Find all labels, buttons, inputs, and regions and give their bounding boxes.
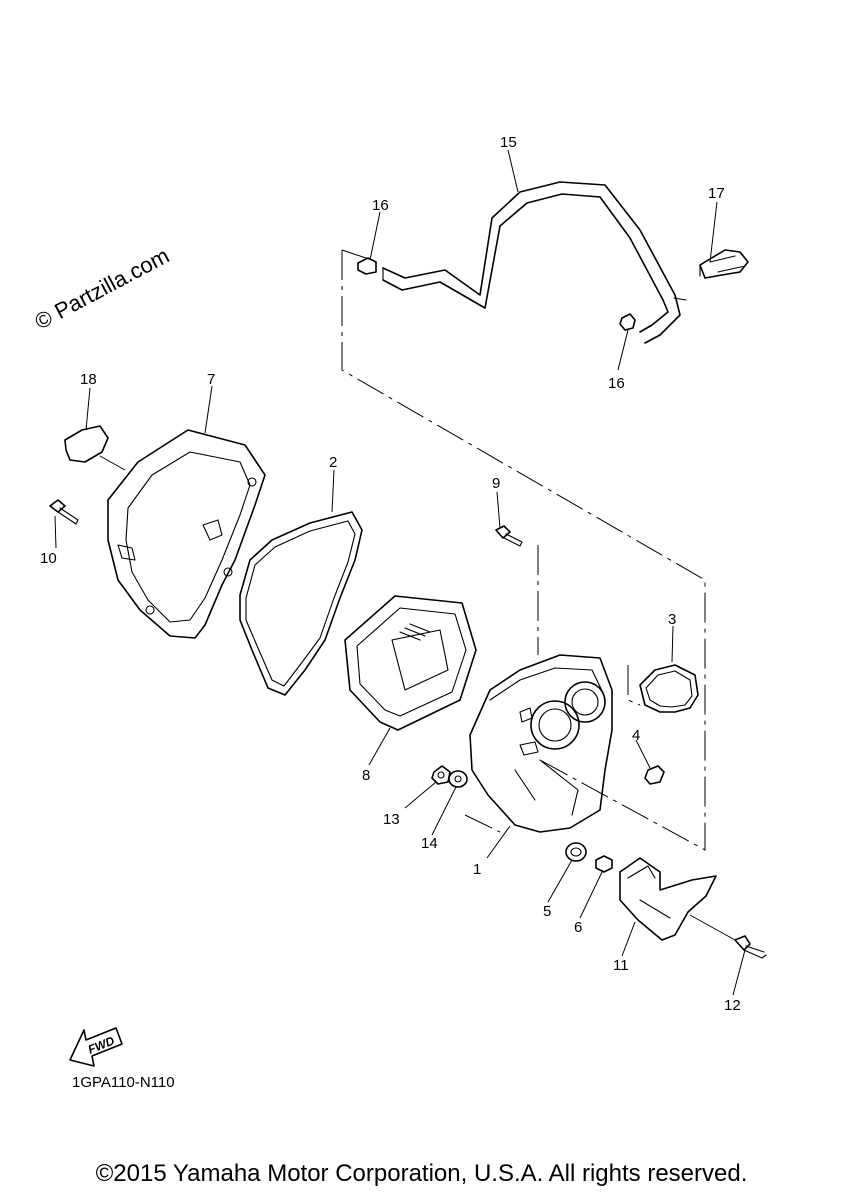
callout-5: 5 bbox=[543, 903, 551, 920]
gasket bbox=[239, 511, 363, 696]
callout-16-lower: 16 bbox=[608, 375, 625, 392]
bracket-11 bbox=[619, 857, 717, 941]
hose-clip-lower bbox=[619, 313, 636, 331]
grommet-5 bbox=[565, 842, 587, 862]
hose-clip-upper bbox=[357, 257, 377, 275]
callout-1: 1 bbox=[473, 861, 481, 878]
callout-8: 8 bbox=[362, 767, 370, 784]
screw-9 bbox=[495, 525, 523, 547]
leader-lines bbox=[54, 149, 746, 996]
copyright-notice: ©2015 Yamaha Motor Corporation, U.S.A. A… bbox=[95, 1160, 748, 1187]
nut-13 bbox=[431, 765, 451, 785]
callout-14: 14 bbox=[421, 835, 438, 852]
diagram-code: 1GPA110-N110 bbox=[72, 1074, 175, 1091]
callout-16-upper: 16 bbox=[372, 197, 389, 214]
callout-3: 3 bbox=[668, 611, 676, 628]
callout-12: 12 bbox=[724, 997, 741, 1014]
callout-6: 6 bbox=[574, 919, 582, 936]
callout-7: 7 bbox=[207, 371, 215, 388]
hose-clamp bbox=[699, 249, 749, 279]
callout-9: 9 bbox=[492, 475, 500, 492]
caution-label bbox=[64, 425, 109, 463]
callout-13: 13 bbox=[383, 811, 400, 828]
fwd-arrow-icon: FWD bbox=[69, 1027, 123, 1067]
watermark-text: © Partzilla.com bbox=[31, 243, 174, 335]
clip-4 bbox=[644, 765, 665, 785]
breather-hose bbox=[382, 181, 687, 344]
bolt-12 bbox=[734, 935, 767, 959]
screw-10 bbox=[49, 499, 79, 525]
callout-18: 18 bbox=[80, 371, 97, 388]
filter-case bbox=[469, 654, 613, 833]
callout-11: 11 bbox=[613, 957, 629, 974]
filter-element bbox=[344, 595, 477, 731]
callout-2: 2 bbox=[329, 454, 337, 471]
case-cover bbox=[107, 429, 266, 639]
callout-4: 4 bbox=[632, 727, 640, 744]
callout-10: 10 bbox=[40, 550, 57, 567]
callout-17: 17 bbox=[708, 185, 725, 202]
collar-6 bbox=[595, 855, 613, 873]
fwd-label: FWD bbox=[86, 1033, 117, 1056]
washer-14 bbox=[448, 770, 468, 788]
callout-15: 15 bbox=[500, 134, 517, 151]
o-ring bbox=[639, 664, 699, 713]
